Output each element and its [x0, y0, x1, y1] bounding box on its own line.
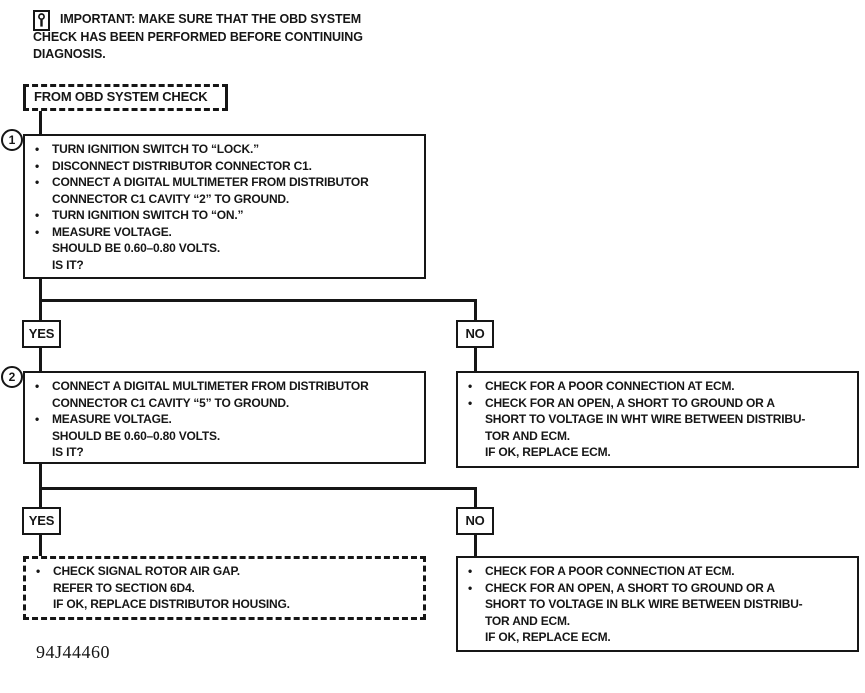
connector-line [474, 347, 477, 372]
step2-bullet-text: CONNECT A DIGITAL MULTIMETER FROM DISTRI… [52, 379, 369, 410]
step2-bullet-text: MEASURE VOLTAGE. SHOULD BE 0.60–0.80 VOL… [52, 412, 220, 459]
step1-bullet-text: TURN IGNITION SWITCH TO “LOCK.” [52, 142, 259, 156]
node-no-1: NO [456, 320, 494, 348]
connector-line [39, 487, 477, 490]
step1-bullet: MEASURE VOLTAGE. SHOULD BE 0.60–0.80 VOL… [34, 224, 420, 274]
step1-bullet-text: TURN IGNITION SWITCH TO “ON.” [52, 208, 244, 222]
no1-bullet: CHECK FOR A POOR CONNECTION AT ECM. [467, 378, 853, 395]
figure-code: 94J44460 [36, 642, 111, 662]
no2-bullet-text: CHECK FOR A POOR CONNECTION AT ECM. [485, 564, 735, 578]
no1-bullet-text: CHECK FOR A POOR CONNECTION AT ECM. [485, 379, 735, 393]
node-no1-result: CHECK FOR A POOR CONNECTION AT ECM. CHEC… [456, 371, 859, 468]
no2-bullet: CHECK FOR A POOR CONNECTION AT ECM. [467, 563, 853, 580]
step1-bullet: DISCONNECT DISTRIBUTOR CONNECTOR C1. [34, 158, 420, 175]
important-icon [33, 10, 50, 31]
node-yes2-result: CHECK SIGNAL ROTOR AIR GAP. REFER TO SEC… [23, 556, 426, 620]
step1-bullet-text: DISCONNECT DISTRIBUTOR CONNECTOR C1. [52, 158, 312, 173]
step-number-1: 1 [1, 129, 23, 151]
step-number-2: 2 [1, 366, 23, 388]
connector-line [39, 347, 42, 372]
connector-line [39, 299, 477, 302]
yes2-bullet: CHECK SIGNAL ROTOR AIR GAP. REFER TO SEC… [35, 563, 419, 613]
connector-line [39, 534, 42, 557]
no1-bullet-text: CHECK FOR AN OPEN, A SHORT TO GROUND OR … [485, 395, 806, 460]
start-label: FROM OBD SYSTEM CHECK [34, 89, 208, 104]
connector-line [474, 534, 477, 557]
no2-bullet-text: CHECK FOR AN OPEN, A SHORT TO GROUND OR … [485, 580, 803, 645]
yes2-bullet-text: CHECK SIGNAL ROTOR AIR GAP. REFER TO SEC… [53, 564, 290, 611]
no2-bullet: CHECK FOR AN OPEN, A SHORT TO GROUND OR … [467, 580, 853, 646]
step1-bullet: TURN IGNITION SWITCH TO “ON.” [34, 207, 420, 224]
step1-bullet: CONNECT A DIGITAL MULTIMETER FROM DISTRI… [34, 174, 420, 207]
connector-line [474, 487, 477, 508]
node-yes-2: YES [22, 507, 61, 535]
important-notice-text: IMPORTANT: MAKE SURE THAT THE OBD SYSTEM… [33, 12, 363, 61]
connector-line [474, 299, 477, 321]
no1-bullet: CHECK FOR AN OPEN, A SHORT TO GROUND OR … [467, 395, 853, 461]
node-step1: TURN IGNITION SWITCH TO “LOCK.” DISCONNE… [23, 134, 426, 279]
step2-bullet: CONNECT A DIGITAL MULTIMETER FROM DISTRI… [34, 378, 420, 411]
node-step2: CONNECT A DIGITAL MULTIMETER FROM DISTRI… [23, 371, 426, 464]
step1-bullet-text: MEASURE VOLTAGE. SHOULD BE 0.60–0.80 VOL… [52, 224, 220, 272]
node-from-obd-system-check: FROM OBD SYSTEM CHECK [23, 84, 228, 111]
step1-bullet-text: CONNECT A DIGITAL MULTIMETER FROM DISTRI… [52, 175, 369, 206]
node-yes-1: YES [22, 320, 61, 348]
node-no2-result: CHECK FOR A POOR CONNECTION AT ECM. CHEC… [456, 556, 859, 652]
step2-bullet: MEASURE VOLTAGE. SHOULD BE 0.60–0.80 VOL… [34, 411, 420, 461]
connector-line [39, 464, 42, 509]
step1-bullet: TURN IGNITION SWITCH TO “LOCK.” [34, 141, 420, 158]
connector-line [39, 111, 42, 135]
node-no-2: NO [456, 507, 494, 535]
